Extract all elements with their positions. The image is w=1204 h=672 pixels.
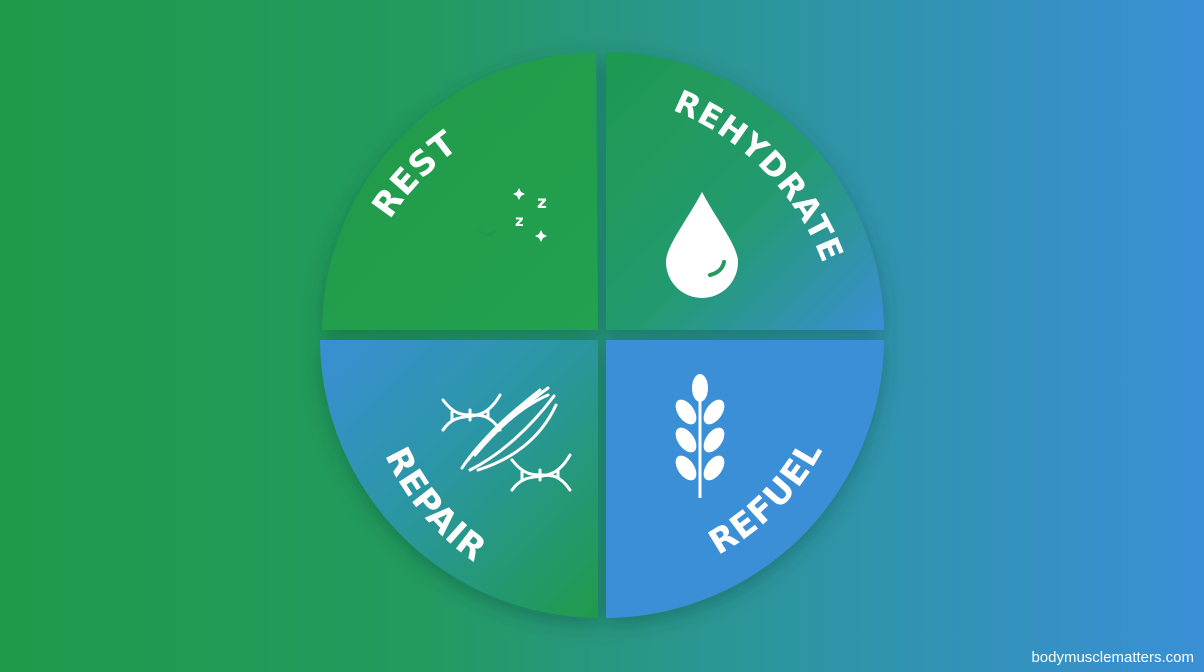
watermark-text: bodymusclematters.com [1031, 649, 1194, 666]
svg-text:z: z [515, 212, 524, 230]
svg-text:z: z [537, 193, 547, 213]
water-drop-icon [666, 192, 738, 298]
segment-repair [320, 340, 598, 618]
segment-rehydrate [606, 52, 884, 330]
moon-sleep-icon: z z [466, 188, 548, 285]
wheat-icon [675, 374, 725, 498]
segment-refuel [606, 340, 884, 618]
muscle-dna-icon [441, 386, 572, 492]
segment-rest [322, 52, 598, 330]
